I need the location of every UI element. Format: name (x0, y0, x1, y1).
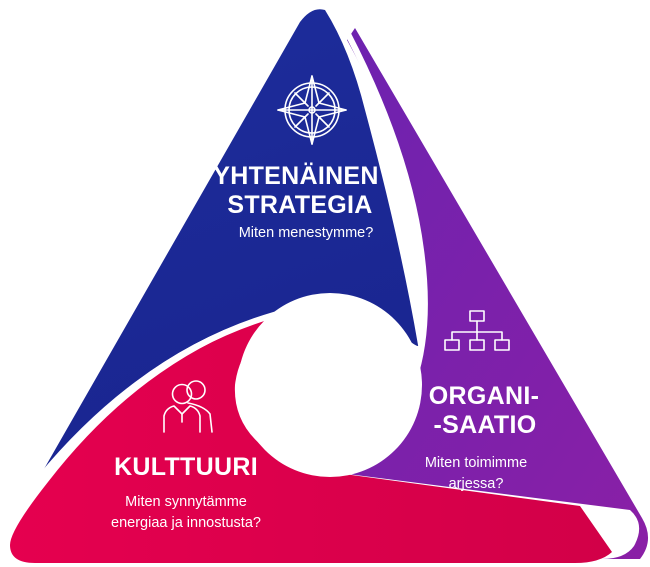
compass-icon (277, 75, 347, 145)
strategy-title-line2: STRATEGIA (227, 191, 372, 219)
organization-subtitle-line1: Miten toimimme (425, 455, 527, 471)
strategy-subtitle: Miten menestymme? (239, 225, 374, 241)
culture-subtitle-line2: energiaa ja innostusta? (111, 515, 261, 531)
organization-title-line2: -SAATIO (433, 411, 536, 439)
culture-segment (10, 312, 612, 563)
strategy-segment (40, 9, 419, 476)
org-chart-icon (444, 310, 510, 351)
culture-title: KULTTUURI (114, 453, 258, 481)
organization-title-line1: ORGANI- (429, 382, 539, 410)
people-icon (163, 380, 213, 433)
strategy-title-line1: YHTENÄINEN (213, 162, 379, 190)
culture-subtitle-line1: Miten synnytämme (125, 494, 247, 510)
organization-subtitle-line2: arjessa? (449, 476, 504, 492)
center-circle (238, 293, 422, 477)
